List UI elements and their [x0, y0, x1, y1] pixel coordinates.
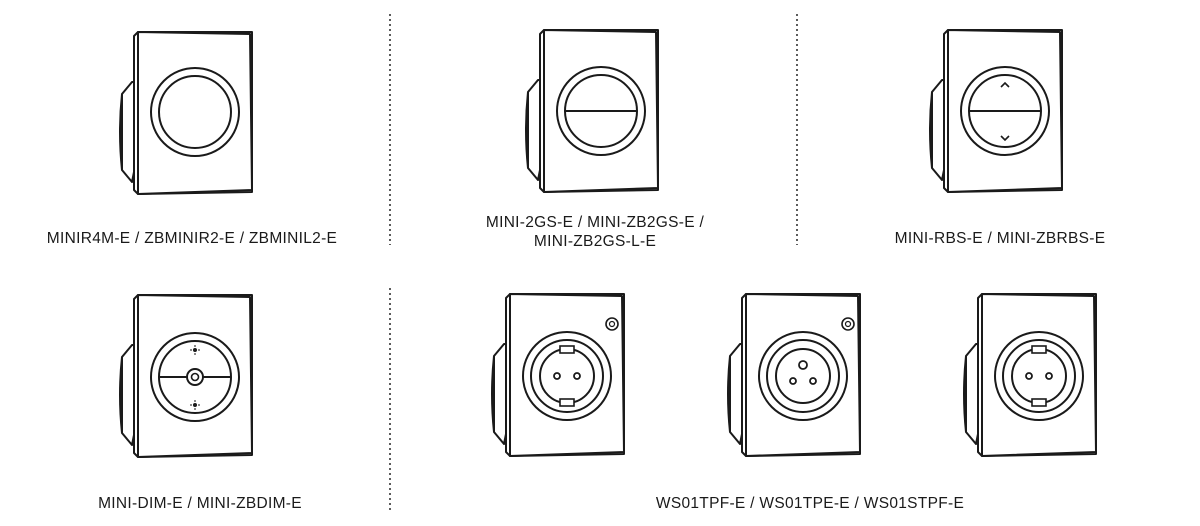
socket-schuko-illustration: [491, 293, 625, 457]
socket-french-illustration: [727, 293, 861, 457]
switch-roller-blind-illustration: [929, 29, 1063, 193]
switch-single-button-illustration: [119, 31, 253, 195]
label-mini-2gs-line2: MINI-ZB2GS-L-E: [533, 233, 657, 250]
label-mini-2gs-line1: MINI-2GS-E / MINI-ZB2GS-E /: [485, 214, 705, 231]
label-mini-dim: MINI-DIM-E / MINI-ZBDIM-E: [98, 495, 302, 512]
label-mini-2gs: MINI-2GS-E / MINI-ZB2GS-E / MINI-ZB2GS-L…: [430, 213, 760, 251]
label-minir4m: MINIR4M-E / ZBMINIR2-E / ZBMINIL2-E: [46, 230, 338, 247]
socket-schuko-alt-illustration: [963, 293, 1097, 457]
label-ws01: WS01TPF-E / WS01TPE-E / WS01STPF-E: [655, 495, 965, 512]
label-mini-rbs: MINI-RBS-E / MINI-ZBRBS-E: [894, 230, 1106, 247]
switch-dimmer-illustration: [119, 294, 253, 458]
switch-two-gang-illustration: [525, 29, 659, 193]
